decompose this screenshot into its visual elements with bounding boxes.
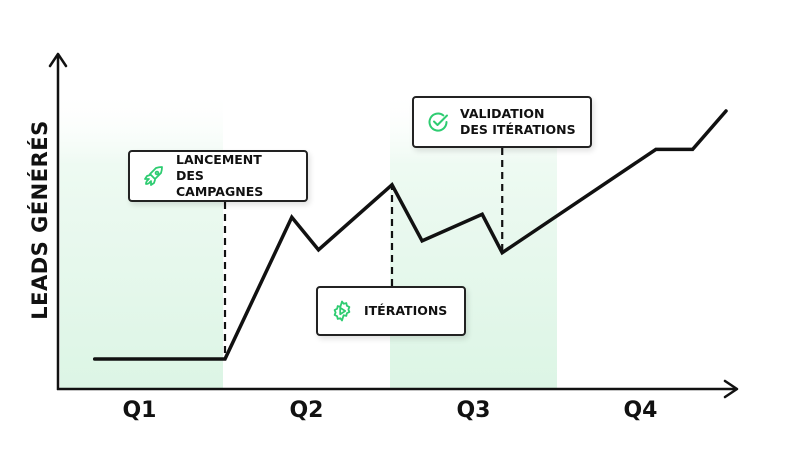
annotation-text: LANCEMENT DES CAMPAGNES [176, 152, 264, 199]
annotation-guides [223, 148, 504, 359]
x-tick-q2: Q2 [289, 398, 324, 423]
annotation-iterations: ITÉRATIONS [316, 286, 466, 336]
series-group [92, 109, 728, 361]
axes [48, 52, 739, 399]
x-tick-q3: Q3 [456, 398, 491, 423]
shade-q1 [60, 90, 223, 389]
y-axis-label: LEADS GÉNÉRÉS [28, 120, 52, 320]
annotation-lancement-campagnes: LANCEMENT DES CAMPAGNES [128, 150, 308, 202]
check-circle-icon [428, 112, 448, 132]
rocket-icon [144, 166, 163, 186]
x-axis-arrow [723, 379, 739, 399]
leads-line [92, 109, 728, 361]
y-axis-arrow [48, 52, 68, 68]
x-tick-q1: Q1 [122, 398, 157, 423]
gear-play-icon [333, 300, 351, 322]
x-tick-q4: Q4 [623, 398, 658, 423]
annotation-validation-iterations: VALIDATION DES ITÉRATIONS [412, 96, 592, 148]
annotation-text: ITÉRATIONS [364, 303, 448, 318]
annotation-text: VALIDATION DES ITÉRATIONS [460, 106, 576, 137]
